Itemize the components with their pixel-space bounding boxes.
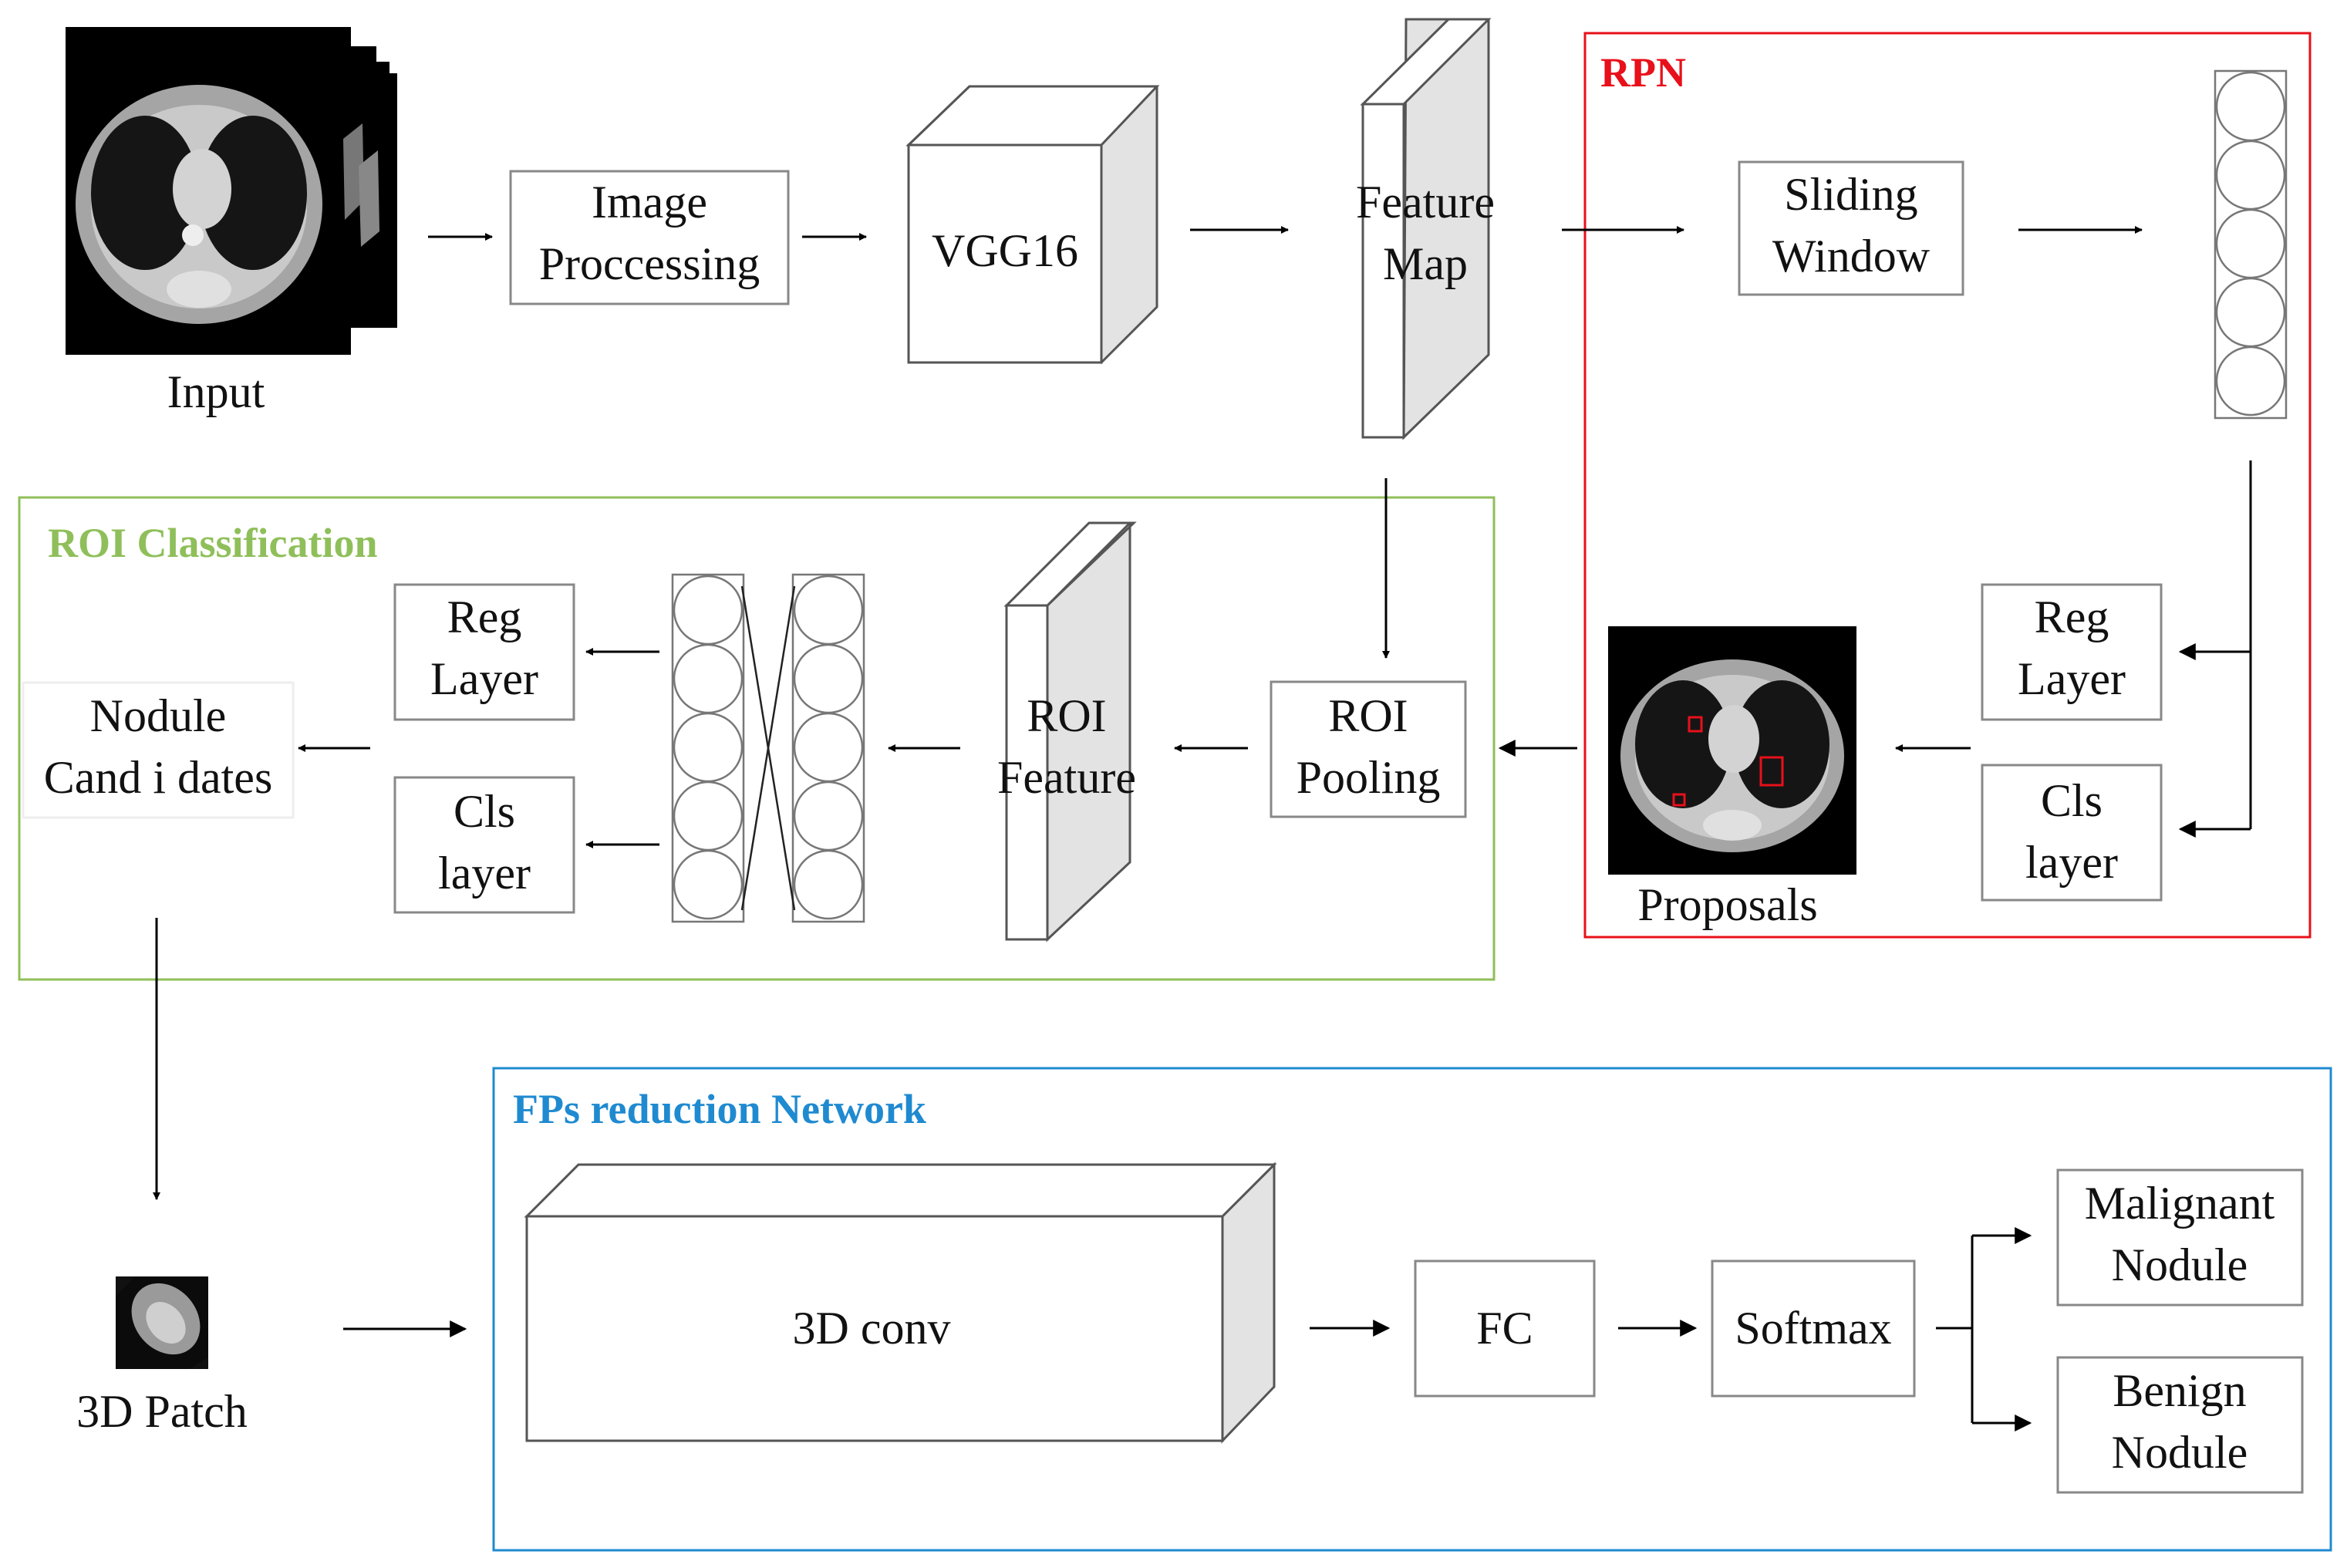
sliding-window-label-2: Window bbox=[1772, 231, 1931, 282]
roi-cls-layer-label-1: Cls bbox=[454, 786, 515, 837]
image-processing-label-1: Image bbox=[592, 177, 707, 228]
sliding-window-box bbox=[1738, 160, 1964, 296]
nodule-candidates-label-2: Cand i dates bbox=[44, 752, 273, 803]
sliding-window-label-1: Sliding bbox=[1784, 169, 1917, 220]
rpn-reg-layer-label-2: Layer bbox=[2018, 653, 2126, 704]
benign-nodule-label-2: Nodule bbox=[2112, 1427, 2248, 1478]
input-ct-stack-image bbox=[66, 27, 397, 355]
malignant-nodule-label-1: Malignant bbox=[2085, 1178, 2275, 1229]
nodule-candidates-label-1: Nodule bbox=[90, 690, 227, 741]
malignant-nodule-label-2: Nodule bbox=[2112, 1239, 2248, 1290]
roi-pooling-label-1: ROI bbox=[1328, 690, 1408, 741]
roi-cls-layer-box bbox=[393, 776, 575, 914]
proposals-label: Proposals bbox=[1637, 879, 1817, 930]
feature-map-slab bbox=[1360, 18, 1492, 440]
proposals-ct-image bbox=[1608, 626, 1856, 875]
rpn-reg-layer-box bbox=[1981, 583, 2163, 721]
3d-conv-label: 3D conv bbox=[793, 1303, 951, 1354]
roi-reg-layer-label-2: Layer bbox=[430, 653, 538, 704]
roi-classification-title: ROI Classification bbox=[48, 520, 378, 566]
image-processing-label-2: Proccessing bbox=[539, 238, 760, 289]
softmax-box bbox=[1711, 1259, 1916, 1398]
rpn-title: RPN bbox=[1600, 49, 1686, 96]
3d-patch-image bbox=[116, 1276, 208, 1369]
vgg16-cube bbox=[905, 85, 1160, 365]
feature-map-label-2: Map bbox=[1383, 238, 1468, 289]
malignant-nodule-box bbox=[2056, 1168, 2304, 1307]
roi-feature-slab bbox=[1003, 521, 1137, 942]
roi-classification-frame bbox=[18, 496, 1496, 981]
3d-conv-cuboid bbox=[524, 1162, 1277, 1444]
roi-reg-layer-box bbox=[393, 583, 575, 721]
benign-nodule-label-1: Benign bbox=[2113, 1365, 2246, 1416]
fps-frame bbox=[492, 1067, 2332, 1552]
rpn-reg-layer-label-1: Reg bbox=[2035, 592, 2109, 642]
vgg16-label: VGG16 bbox=[932, 225, 1078, 276]
roi-pooling-label-2: Pooling bbox=[1297, 752, 1441, 803]
softmax-to-outputs-connector bbox=[1936, 1227, 2032, 1431]
rpn-column-to-heads-connector bbox=[2178, 460, 2252, 838]
roi-fc-layers bbox=[671, 573, 865, 923]
roi-cls-layer-label-2: layer bbox=[438, 848, 531, 899]
roi-pooling-box bbox=[1270, 680, 1467, 818]
input-label: Input bbox=[167, 366, 265, 417]
rpn-cls-layer-label-2: layer bbox=[2025, 837, 2118, 888]
rpn-frame bbox=[1583, 32, 2312, 939]
benign-nodule-box bbox=[2056, 1356, 2304, 1494]
3d-patch-label: 3D Patch bbox=[76, 1386, 248, 1437]
fps-title: FPs reduction Network bbox=[513, 1086, 926, 1132]
nodule-candidates-box bbox=[22, 681, 295, 819]
softmax-label: Softmax bbox=[1735, 1303, 1891, 1354]
rpn-neuron-column bbox=[2214, 69, 2288, 420]
feature-map-label-1: Feature bbox=[1356, 177, 1495, 228]
roi-reg-layer-label-1: Reg bbox=[447, 592, 522, 642]
fc-label: FC bbox=[1476, 1303, 1533, 1354]
rpn-cls-layer-label-1: Cls bbox=[2041, 775, 2103, 826]
roi-feature-label-2: Feature bbox=[997, 752, 1136, 803]
rpn-cls-layer-box bbox=[1981, 764, 2163, 902]
fc-box bbox=[1414, 1259, 1596, 1398]
roi-feature-label-1: ROI bbox=[1027, 690, 1106, 741]
image-processing-box bbox=[509, 170, 790, 305]
